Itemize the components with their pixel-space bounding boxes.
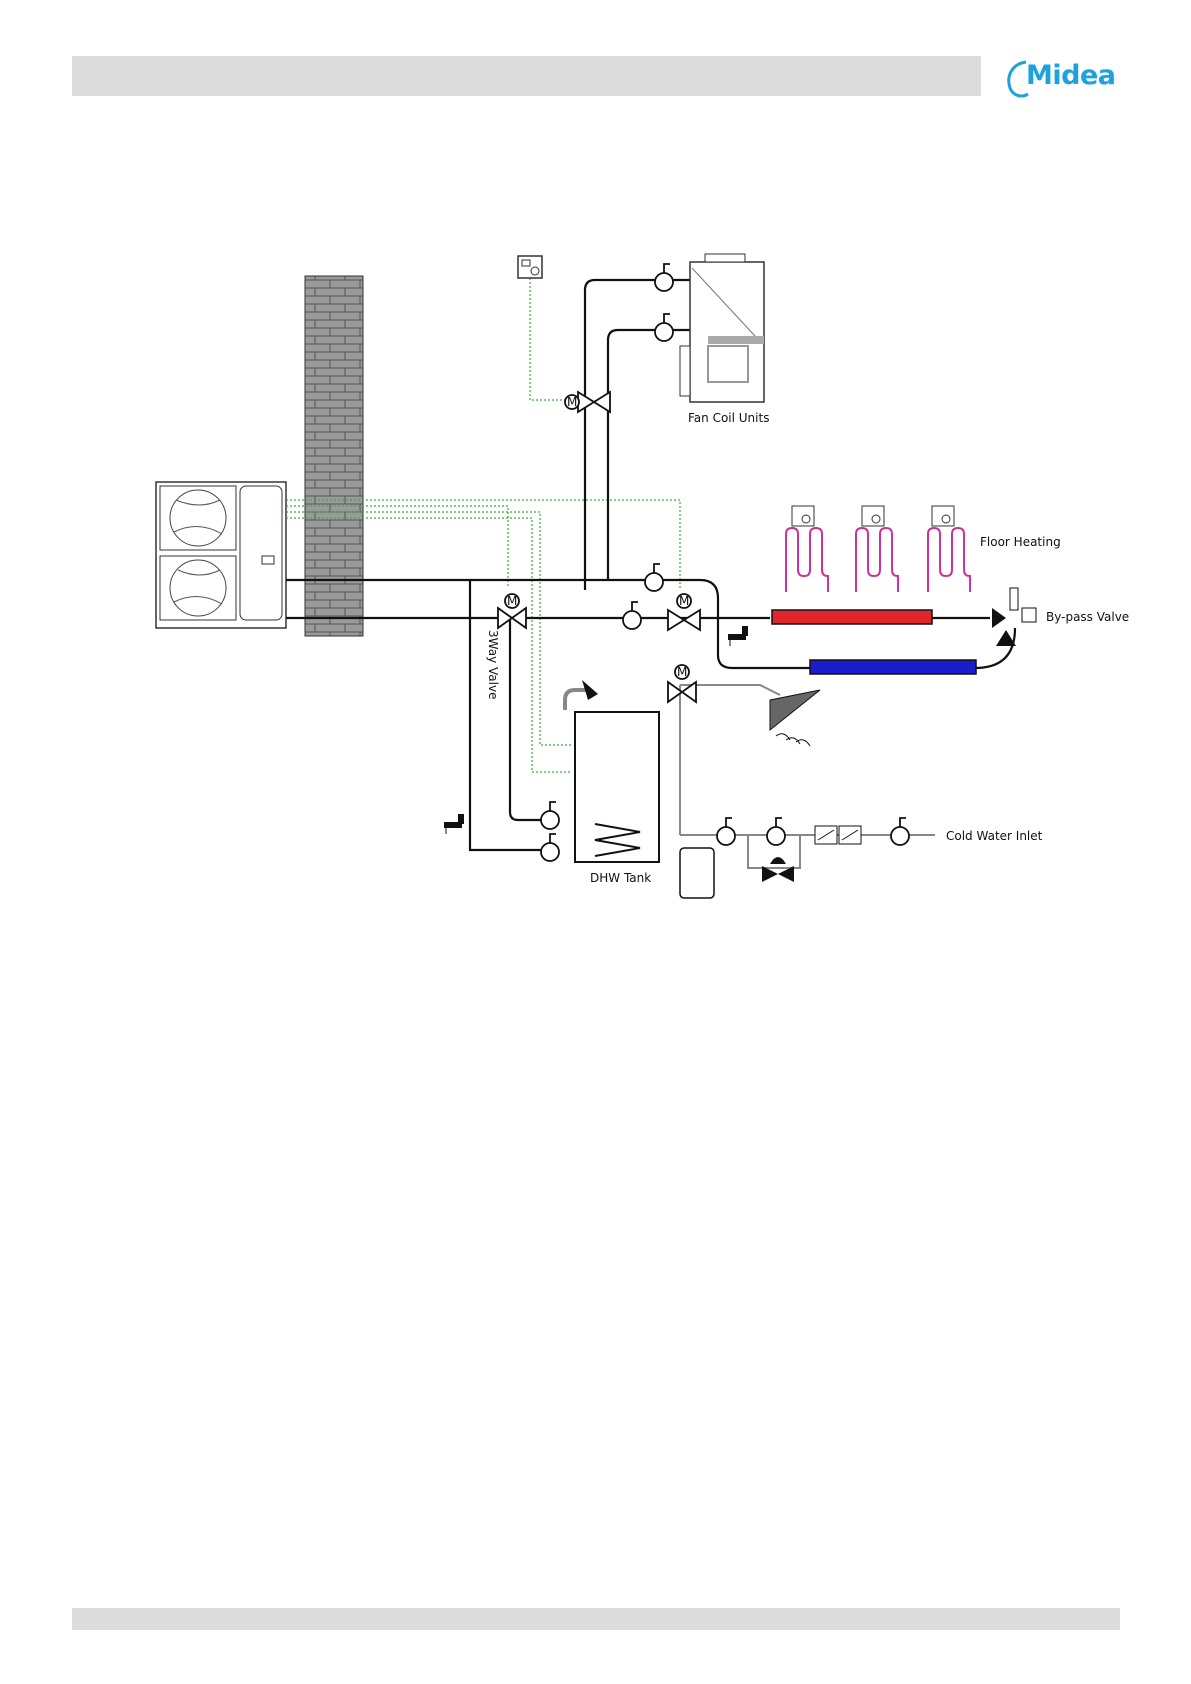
three-way-valve-label: 3Way Valve <box>486 630 500 699</box>
valve-motor-marks: M M M M <box>507 395 689 679</box>
bypass-valve-label: By-pass Valve <box>1046 610 1129 624</box>
solar-panel-icon <box>770 690 820 746</box>
expansion-vessel-icon <box>680 848 714 898</box>
svg-text:M: M <box>677 665 687 679</box>
svg-text:M: M <box>507 594 517 608</box>
outdoor-heat-pump-unit <box>156 482 286 628</box>
pressure-reducing-valve-icon <box>762 857 794 882</box>
cold-collector <box>810 660 976 674</box>
svg-text:M: M <box>679 594 689 608</box>
dhw-tank <box>565 680 659 862</box>
floor-loop-thermostats <box>792 506 954 526</box>
brick-wall <box>305 276 363 636</box>
floor-heating-label: Floor Heating <box>980 535 1061 549</box>
floor-heating-loops <box>786 528 970 592</box>
cold-water-inlet-label: Cold Water Inlet <box>946 829 1043 843</box>
svg-text:M: M <box>567 395 577 409</box>
fan-coil-unit <box>680 254 764 402</box>
dhw-tank-label: DHW Tank <box>590 871 651 885</box>
thermostat-icon <box>518 256 542 278</box>
motorized-3way-valve-icon <box>498 392 696 702</box>
hot-collector <box>772 610 932 624</box>
fan-coil-units-label: Fan Coil Units <box>688 411 769 425</box>
